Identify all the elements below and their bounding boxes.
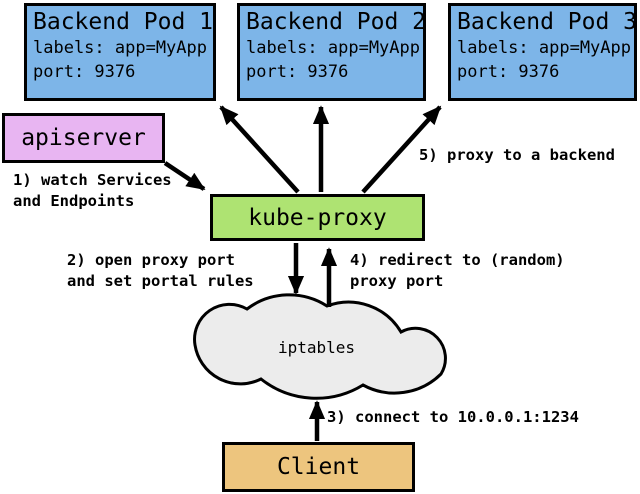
node-apiserver: apiserver xyxy=(2,113,165,163)
client-label: Client xyxy=(276,454,361,480)
step-3-line-1: 3) connect to 10.0.0.1:1234 xyxy=(327,408,579,426)
step-4-line-2: proxy port xyxy=(350,272,444,290)
step-2-line-2: and set portal rules xyxy=(67,272,254,290)
arrow-kube-proxy-to-pod-3 xyxy=(361,105,442,194)
pod-2-port: port: 9376 xyxy=(246,62,349,82)
step-1-line-1: 1) watch Services xyxy=(13,171,172,189)
node-backend-pod-3: Backend Pod 3 labels: app=MyApp port: 93… xyxy=(448,3,637,101)
pod-3-labels: labels: app=MyApp xyxy=(457,38,631,58)
pod-2-labels: labels: app=MyApp xyxy=(246,38,420,58)
step-4-line-1: 4) redirect to (random) xyxy=(350,251,565,269)
step-1-line-2: and Endpoints xyxy=(13,192,135,210)
iptables-label: iptables xyxy=(278,338,356,357)
step-5-line-1: 5) proxy to a backend xyxy=(419,146,615,164)
node-backend-pod-2: Backend Pod 2 labels: app=MyApp port: 93… xyxy=(237,3,426,101)
step-3-connect-label: 3) connect to 10.0.0.1:1234 xyxy=(327,407,579,428)
pod-1-labels: labels: app=MyApp xyxy=(33,38,207,58)
pod-3-port: port: 9376 xyxy=(457,62,560,82)
arrow-apiserver-to-kube-proxy xyxy=(163,161,206,191)
iptables-cloud-shape xyxy=(193,293,447,400)
apiserver-label: apiserver xyxy=(21,125,146,151)
step-1-watch-services-label: 1) watch Services and Endpoints xyxy=(13,170,172,212)
step-2-line-1: 2) open proxy port xyxy=(67,251,235,269)
pod-3-title: Backend Pod 3 xyxy=(457,9,638,35)
node-backend-pod-1: Backend Pod 1 labels: app=MyApp port: 93… xyxy=(24,3,216,101)
node-client: Client xyxy=(222,442,415,492)
kube-proxy-label: kube-proxy xyxy=(248,204,387,231)
pod-2-title: Backend Pod 2 xyxy=(246,9,427,35)
pod-1-port: port: 9376 xyxy=(33,62,136,82)
arrow-kube-proxy-to-pod-1 xyxy=(219,105,300,194)
node-kube-proxy: kube-proxy xyxy=(210,194,425,241)
step-5-proxy-to-backend-label: 5) proxy to a backend xyxy=(419,145,615,166)
pod-1-title: Backend Pod 1 xyxy=(33,9,214,35)
step-4-redirect-label: 4) redirect to (random) proxy port xyxy=(350,250,565,292)
step-2-open-proxy-port-label: 2) open proxy port and set portal rules xyxy=(67,250,254,292)
